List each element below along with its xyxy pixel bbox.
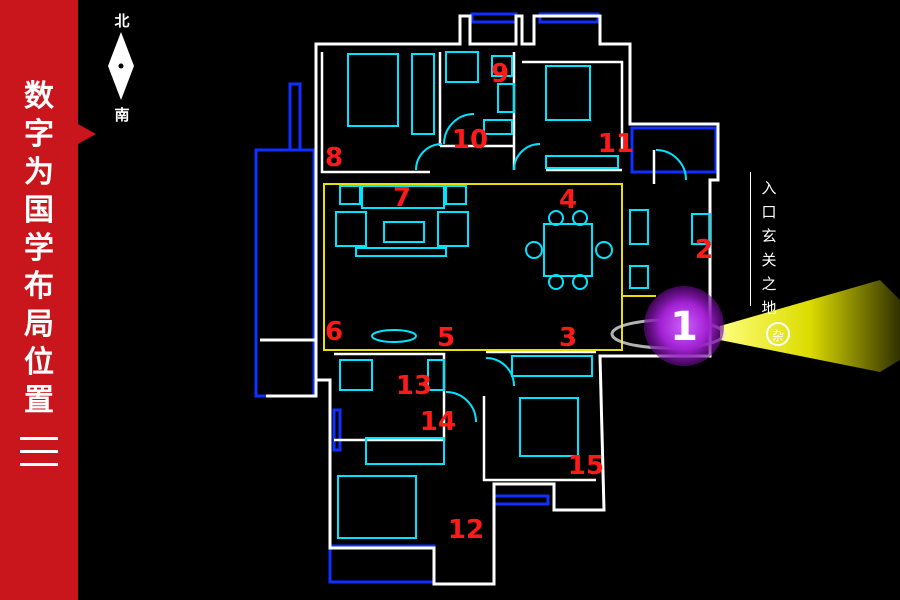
bed-icon — [337, 475, 417, 539]
position-numbers: 2 3 4 5 6 7 8 9 10 11 12 13 14 15 — [325, 59, 713, 545]
exterior-walls — [260, 14, 720, 586]
misc-badge-icon: 杂 — [766, 322, 790, 346]
entrance-label-divider — [750, 172, 751, 306]
entrance-char: 关 — [761, 251, 777, 269]
interior-walls — [320, 52, 656, 482]
marker-11: 11 — [598, 129, 634, 159]
marker-6: 6 — [325, 317, 343, 347]
sidebar-panel: 数 字 为 国 学 布 局 位 置 — [0, 0, 78, 600]
furniture — [335, 51, 711, 539]
marker-4: 4 — [559, 185, 577, 215]
marker-9: 9 — [491, 59, 509, 89]
marker-12: 12 — [448, 515, 484, 545]
bed-icon — [545, 65, 591, 121]
marker-13: 13 — [396, 371, 432, 401]
entrance-char: 地 — [761, 299, 777, 317]
marker-10: 10 — [452, 125, 488, 155]
marker-8: 8 — [325, 143, 343, 173]
marker-1: 1 — [670, 304, 698, 350]
marker-15: 15 — [568, 451, 604, 481]
entrance-light-beam — [720, 280, 900, 372]
marker-7: 7 — [393, 183, 411, 213]
entrance-char: 口 — [761, 203, 777, 221]
entrance-marker-circle — [644, 286, 724, 366]
compass-needle-icon — [108, 32, 134, 100]
title-char: 学 — [24, 231, 54, 266]
window-frames — [254, 12, 718, 584]
bed-icon — [519, 397, 579, 457]
marker-2: 2 — [695, 235, 713, 265]
title-char: 为 — [24, 155, 54, 190]
wardrobe-icon — [411, 53, 435, 135]
title-char: 局 — [24, 307, 54, 342]
title-char: 位 — [24, 345, 54, 380]
sidebar-pointer-arrow — [78, 124, 96, 144]
marker-3: 3 — [559, 323, 577, 353]
entrance-label: 入 口 玄 关 之 地 — [758, 176, 780, 320]
marker-5: 5 — [437, 323, 455, 353]
sidebar-title: 数 字 为 国 学 布 局 位 置 — [0, 78, 78, 420]
title-char: 数 — [24, 79, 54, 114]
compass-north-label: 北 — [114, 12, 130, 30]
marker-14: 14 — [420, 407, 456, 437]
title-char: 布 — [24, 269, 54, 304]
coffee-table-icon — [383, 221, 425, 243]
bed-icon — [347, 53, 399, 127]
title-char: 字 — [24, 117, 54, 152]
dining-table-icon — [543, 223, 593, 277]
living-zone-outline — [323, 183, 656, 351]
entrance-char: 玄 — [761, 227, 777, 245]
title-char: 置 — [24, 383, 54, 418]
entrance-char: 入 — [761, 179, 777, 197]
sidebar-triple-line-mark — [20, 437, 58, 471]
title-char: 国 — [24, 193, 54, 228]
sofa-icon — [361, 185, 445, 209]
compass-south-label: 南 — [114, 106, 130, 124]
entrance-char: 之 — [761, 275, 777, 293]
